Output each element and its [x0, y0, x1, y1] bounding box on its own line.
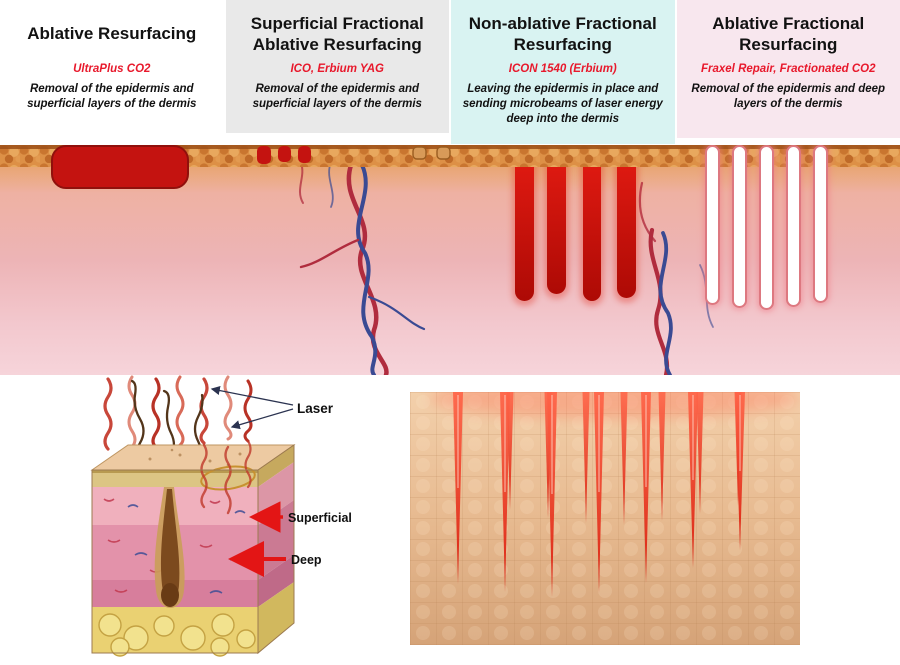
- column-description: Leaving the epidermis in place and sendi…: [462, 83, 663, 125]
- nonablative-microbeam-columns: [512, 148, 639, 306]
- column-superficial-fractional-ablative: Superficial Fractional Ablative Resurfac…: [225, 0, 449, 133]
- label-superficial: Superficial: [288, 511, 352, 525]
- column-title: Ablative Fractional Resurfacing: [712, 13, 865, 54]
- skin-block-illustration: Laser Superficial Deep: [90, 375, 352, 657]
- skin-cross-section: [0, 143, 900, 378]
- pores: [148, 448, 242, 467]
- treatment-header-row: Ablative Resurfacing UltraPlus CO2 Remov…: [0, 0, 900, 145]
- superficial-fractional-notches: [257, 146, 451, 164]
- follicle-bulb: [161, 583, 179, 607]
- column-ablative-resurfacing: Ablative Resurfacing UltraPlus CO2 Remov…: [0, 0, 224, 145]
- laser-microbeams-back-row: [503, 392, 745, 525]
- column-title: Superficial Fractional Ablative Resurfac…: [250, 13, 424, 54]
- laser-microbeams-front-row: [450, 392, 748, 597]
- inset-annotations: Laser Superficial Deep: [210, 386, 352, 577]
- column-description: Removal of the epidermis and superficial…: [27, 83, 197, 110]
- column-nonablative-fractional: Non-ablative Fractional Resurfacing ICON…: [451, 0, 675, 144]
- label-deep: Deep: [291, 553, 322, 567]
- laser-beam-waves: [103, 375, 253, 451]
- skin-surface-line: [0, 145, 900, 149]
- laser-pointer-line: [210, 386, 294, 406]
- laser-pointer-line: [230, 408, 294, 430]
- beams-in-dermis: [200, 439, 252, 515]
- skin-block: [90, 439, 296, 657]
- column-title: Non-ablative Fractional Resurfacing: [468, 13, 657, 54]
- laser-top-glow: [430, 392, 800, 418]
- focus-ellipse: [200, 465, 256, 491]
- ablative-fractional-columns: [703, 143, 830, 312]
- column-device-name: ICO, Erbium YAG: [290, 63, 384, 75]
- column-device-name: UltraPlus CO2: [73, 63, 151, 75]
- column-description: Removal of the epidermis and deep layers…: [691, 83, 886, 110]
- column-device-name: ICON 1540 (Erbium): [508, 63, 617, 75]
- skin-cross-section-art: [0, 143, 900, 378]
- column-title: Ablative Resurfacing: [27, 24, 197, 44]
- hair-follicle: [160, 489, 180, 599]
- column-ablative-fractional: Ablative Fractional Resurfacing Fraxel R…: [676, 0, 900, 138]
- ablative-trough: [51, 145, 189, 189]
- column-device-name: Fraxel Repair, Fractionated CO2: [701, 63, 876, 75]
- column-description: Removal of the epidermis and superficial…: [252, 83, 422, 110]
- fat-lobules: [98, 613, 256, 657]
- label-laser: Laser: [297, 401, 334, 416]
- fractional-laser-3d-illustration: [410, 392, 800, 645]
